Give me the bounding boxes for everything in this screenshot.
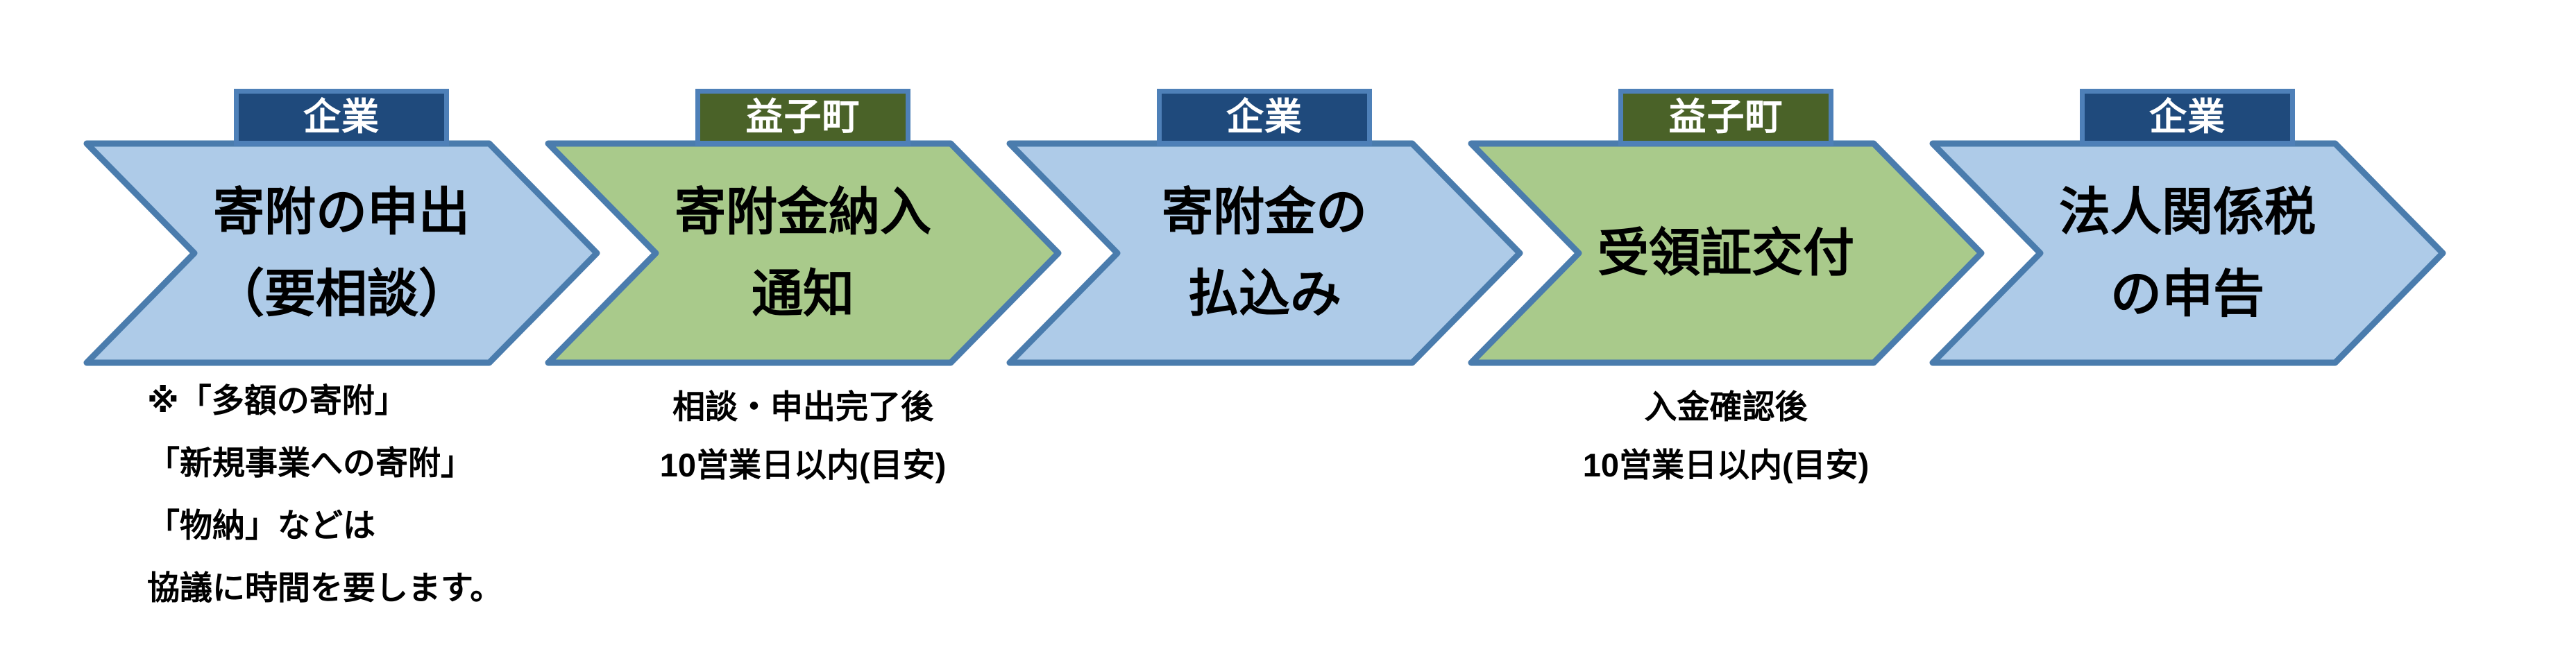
- step-label-1: 寄附の申出 （要相談）: [140, 144, 543, 363]
- note-line: 入金確認後: [1644, 388, 1808, 425]
- chevron-step-5: [1929, 140, 2446, 366]
- step-label-5: 法人関係税 の申告: [1986, 144, 2389, 363]
- step-label-line: 法人関係税: [2059, 183, 2316, 241]
- note-line: 10営業日以内(目安): [1582, 447, 1870, 483]
- step-label-2: 寄附金納入 通知: [602, 144, 1004, 363]
- step-label-3: 寄附金の 払込み: [1063, 144, 1466, 363]
- note-line: 協議に時間を要します。: [147, 569, 503, 606]
- note-line: 相談・申出完了後: [672, 388, 933, 425]
- badge-actor-5: 企業: [2080, 89, 2295, 146]
- note-step4-timing: 入金確認後 10営業日以内(目安): [1448, 378, 2003, 494]
- chevron-step-3: [1006, 140, 1523, 366]
- step-label-line: （要相談）: [213, 265, 470, 322]
- step-label-line: 払込み: [1187, 265, 1341, 322]
- note-line: 10営業日以内(目安): [659, 447, 947, 483]
- chevron-step-4: [1468, 140, 1985, 366]
- step-label-line: 寄附金の: [1162, 183, 1367, 241]
- step-label-line: の申告: [2110, 265, 2264, 322]
- step-label-line: 通知: [752, 265, 854, 322]
- note-step1-caution: ※「多額の寄附」 「新規事業への寄附」 「物納」などは 協議に時間を要します。: [147, 370, 502, 619]
- step-label-line: 寄附金納入: [675, 183, 931, 241]
- badge-actor-1: 企業: [234, 89, 449, 146]
- note-line: ※「多額の寄附」: [147, 382, 407, 419]
- step-label-line: 寄附の申出: [213, 183, 470, 241]
- note-line: 「新規事業への寄附」: [147, 445, 473, 481]
- badge-actor-4: 益子町: [1618, 89, 1833, 146]
- note-step2-timing: 相談・申出完了後 10営業日以内(目安): [525, 378, 1081, 494]
- badge-actor-2: 益子町: [695, 89, 910, 146]
- step-label-line: 受領証交付: [1598, 224, 1854, 282]
- step-label-4: 受領証交付: [1525, 144, 1927, 363]
- chevron-step-1: [83, 140, 600, 366]
- badge-actor-3: 企業: [1157, 89, 1372, 146]
- chevron-step-2: [545, 140, 1062, 366]
- note-line: 「物納」などは: [147, 507, 375, 544]
